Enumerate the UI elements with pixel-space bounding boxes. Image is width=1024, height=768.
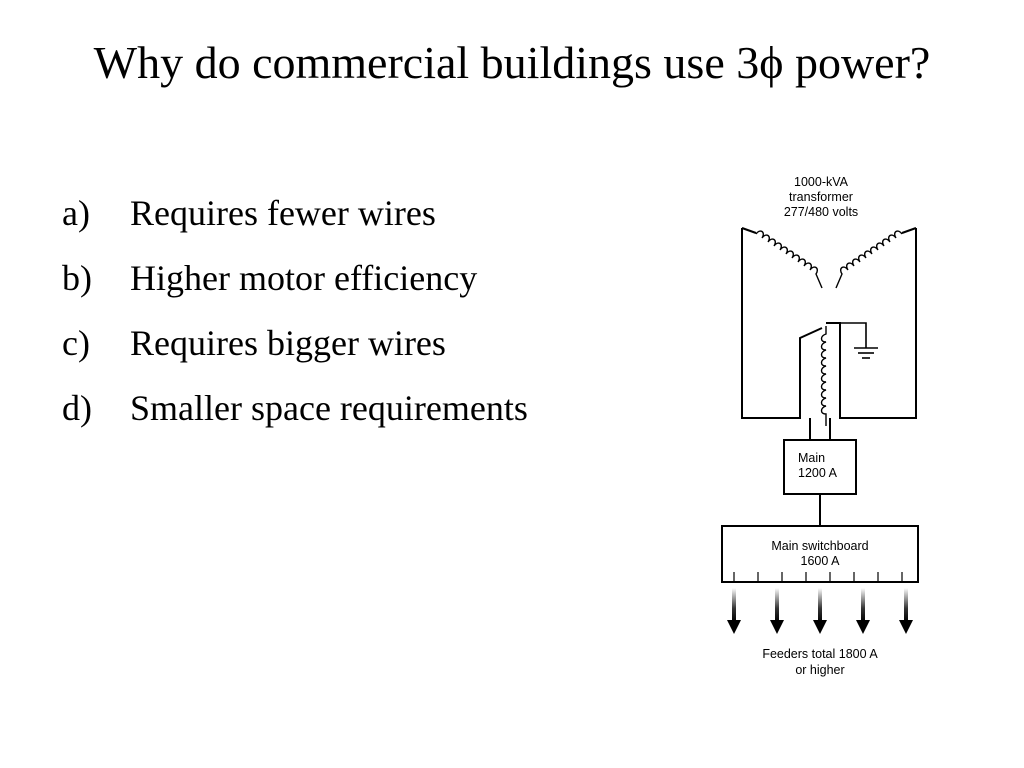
answer-list: a) Requires fewer wires b) Higher motor … (62, 190, 528, 450)
switchboard-label-line1: Main switchboard (771, 539, 868, 553)
answer-option-d: d) Smaller space requirements (62, 385, 528, 450)
answer-option-c: c) Requires bigger wires (62, 320, 528, 385)
main-breaker-box (783, 439, 857, 495)
transformer-coil-center (820, 326, 827, 426)
power-distribution-diagram: 1000-kVA transformer 277/480 volts (714, 168, 938, 690)
answer-marker: c) (62, 323, 90, 363)
answer-option-a: a) Requires fewer wires (62, 190, 528, 255)
answer-text: Higher motor efficiency (130, 258, 478, 298)
feeder-arrow (813, 588, 827, 634)
answer-marker: b) (62, 258, 92, 298)
answer-marker: d) (62, 388, 92, 428)
transformer-label-line1: 1000-kVA (794, 175, 849, 189)
answer-marker: a) (62, 193, 90, 233)
transformer-coil-left (755, 230, 823, 289)
ground-icon (826, 322, 878, 359)
transformer-enclosure (741, 227, 917, 440)
transformer-coil-right (835, 230, 903, 289)
answer-option-b: b) Higher motor efficiency (62, 255, 528, 320)
feeder-arrow (856, 588, 870, 634)
switchboard-label-line2: 1600 A (801, 554, 841, 568)
main-label-line1: Main (798, 451, 825, 465)
feeder-arrows (727, 588, 913, 634)
answer-text: Requires fewer wires (130, 193, 436, 233)
slide-title: Why do commercial buildings use 3ϕ power… (93, 37, 931, 88)
main-switchboard-box (721, 525, 919, 583)
main-label-line2: 1200 A (798, 466, 838, 480)
feeders-label-line2: or higher (795, 663, 844, 677)
feeder-arrow (899, 588, 913, 634)
diagram-svg: 1000-kVA transformer 277/480 volts (721, 175, 919, 677)
transformer-label-line3: 277/480 volts (784, 205, 858, 219)
switchboard-ticks (733, 572, 903, 582)
answer-text: Requires bigger wires (130, 323, 446, 363)
feeders-label-line1: Feeders total 1800 A (762, 647, 878, 661)
answer-text: Smaller space requirements (130, 388, 528, 428)
transformer-label-line2: transformer (789, 190, 853, 204)
feeder-arrow (770, 588, 784, 634)
feeder-arrow (727, 588, 741, 634)
